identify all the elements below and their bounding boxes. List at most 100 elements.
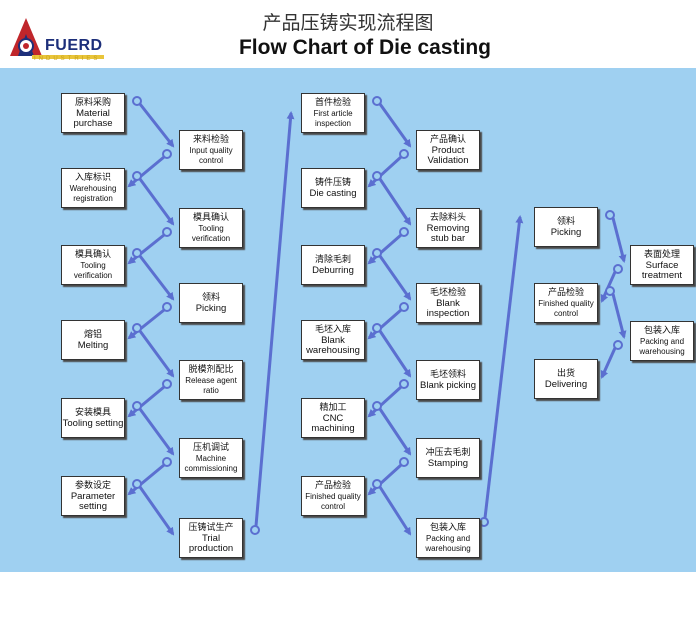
step-label-chinese: 压机调试 [192, 442, 229, 453]
connector-dot-icon [372, 171, 382, 181]
step-label-english: Parameter setting [70, 490, 116, 512]
flow-arrow [367, 463, 403, 496]
flow-arrow [378, 408, 412, 456]
flow-arrow [138, 408, 175, 456]
connector-dot-icon [162, 457, 172, 467]
step-label-english: Tooling verification [191, 223, 231, 243]
flow-arrow [138, 255, 175, 301]
connector-dot-icon [162, 302, 172, 312]
connector-dot-icon [132, 96, 142, 106]
flow-arrow [138, 178, 175, 226]
flow-arrow [367, 233, 402, 265]
flow-arrow [127, 385, 165, 418]
flow-arrow [378, 486, 412, 536]
flow-arrow [611, 293, 627, 339]
flow-arrow [367, 385, 403, 418]
step-label-english: Surface treatment [641, 259, 683, 281]
step-label-chinese: 来料检验 [192, 134, 229, 145]
step-label-english: Picking [550, 226, 582, 238]
connector-dot-icon [399, 457, 409, 467]
connector-dot-icon [132, 401, 142, 411]
step-label-english: CNC machining [311, 412, 355, 434]
step-label-chinese: 冲压去毛刺 [425, 447, 471, 458]
step-label-english: Packing and warehousing [639, 336, 685, 356]
step-label-chinese: 毛坯领料 [429, 369, 466, 380]
connector-dot-icon [372, 479, 382, 489]
connector-dot-icon [613, 340, 623, 350]
step-label-english: Melting [77, 339, 109, 351]
step-label-chinese: 参数设定 [74, 480, 111, 491]
flow-arrow [378, 178, 412, 226]
step-label-chinese: 出货 [556, 368, 575, 379]
step-label-english: Stamping [427, 457, 469, 469]
flow-arrow [378, 255, 412, 301]
logo-subtitle: INDUSTRIES [34, 56, 101, 62]
header: FUERD INDUSTRIES 产品压铸实现流程图 Flow Chart of… [0, 0, 696, 68]
connector-dot-icon [162, 379, 172, 389]
step-label-chinese: 毛坯入库 [314, 324, 351, 335]
flow-arrow [138, 103, 175, 148]
step-label-chinese: 产品确认 [429, 134, 466, 145]
connector-dot-icon [132, 248, 142, 258]
step-label-chinese: 原料采购 [74, 97, 111, 108]
step-label-english: Finished quality control [305, 491, 361, 511]
step-label-chinese: 产品检验 [314, 480, 351, 491]
connector-dot-icon [132, 323, 142, 333]
connector-dot-icon [250, 525, 260, 535]
step-label-english: Removing stub bar [426, 222, 470, 244]
step-label-english: Material purchase [73, 107, 113, 129]
logo-name: FUERD [45, 37, 103, 54]
title-english: Flow Chart of Die casting [238, 36, 492, 59]
company-logo: FUERD INDUSTRIES [4, 6, 108, 64]
connector-dot-icon [372, 401, 382, 411]
step-label-chinese: 精加工 [319, 402, 347, 413]
flow-connectors [127, 96, 627, 536]
step-label-chinese: 压铸试生产 [188, 522, 234, 533]
step-label-english: Input quality control [189, 145, 233, 165]
step-label-chinese: 包装入库 [643, 325, 680, 336]
step-label-english: Product Validation [427, 144, 469, 166]
connector-dot-icon [399, 227, 409, 237]
connector-dot-icon [399, 302, 409, 312]
flow-arrow [127, 308, 165, 340]
step-label-english: Picking [195, 302, 227, 314]
flow-arrow [378, 103, 412, 148]
step-label-english: Trial production [188, 532, 234, 554]
title-chinese: 产品压铸实现流程图 [262, 12, 434, 34]
step-label-english: Tooling verification [73, 260, 113, 280]
step-label-english: Release agent ratio [185, 375, 237, 395]
step-label-chinese: 领料 [556, 216, 575, 227]
step-label-chinese: 模具确认 [192, 212, 229, 223]
connector-dot-icon [372, 96, 382, 106]
step-label-chinese: 毛坯检验 [429, 287, 466, 298]
step-label-english: Die casting [309, 187, 357, 199]
flow-arrow [367, 308, 402, 340]
step-label-english: Finished quality control [538, 298, 594, 318]
flow-arrow [600, 347, 617, 379]
connector-dot-icon [399, 149, 409, 159]
connector-dot-icon [399, 379, 409, 389]
connector-dot-icon [162, 149, 172, 159]
watermark: china.alibaba.com [392, 598, 593, 622]
step-label-english: Machine commissioning [184, 453, 238, 473]
step-label-chinese: 领料 [201, 292, 220, 303]
step-label-english: Tooling setting [62, 417, 124, 429]
step-label-chinese: 清除毛刺 [314, 254, 351, 265]
